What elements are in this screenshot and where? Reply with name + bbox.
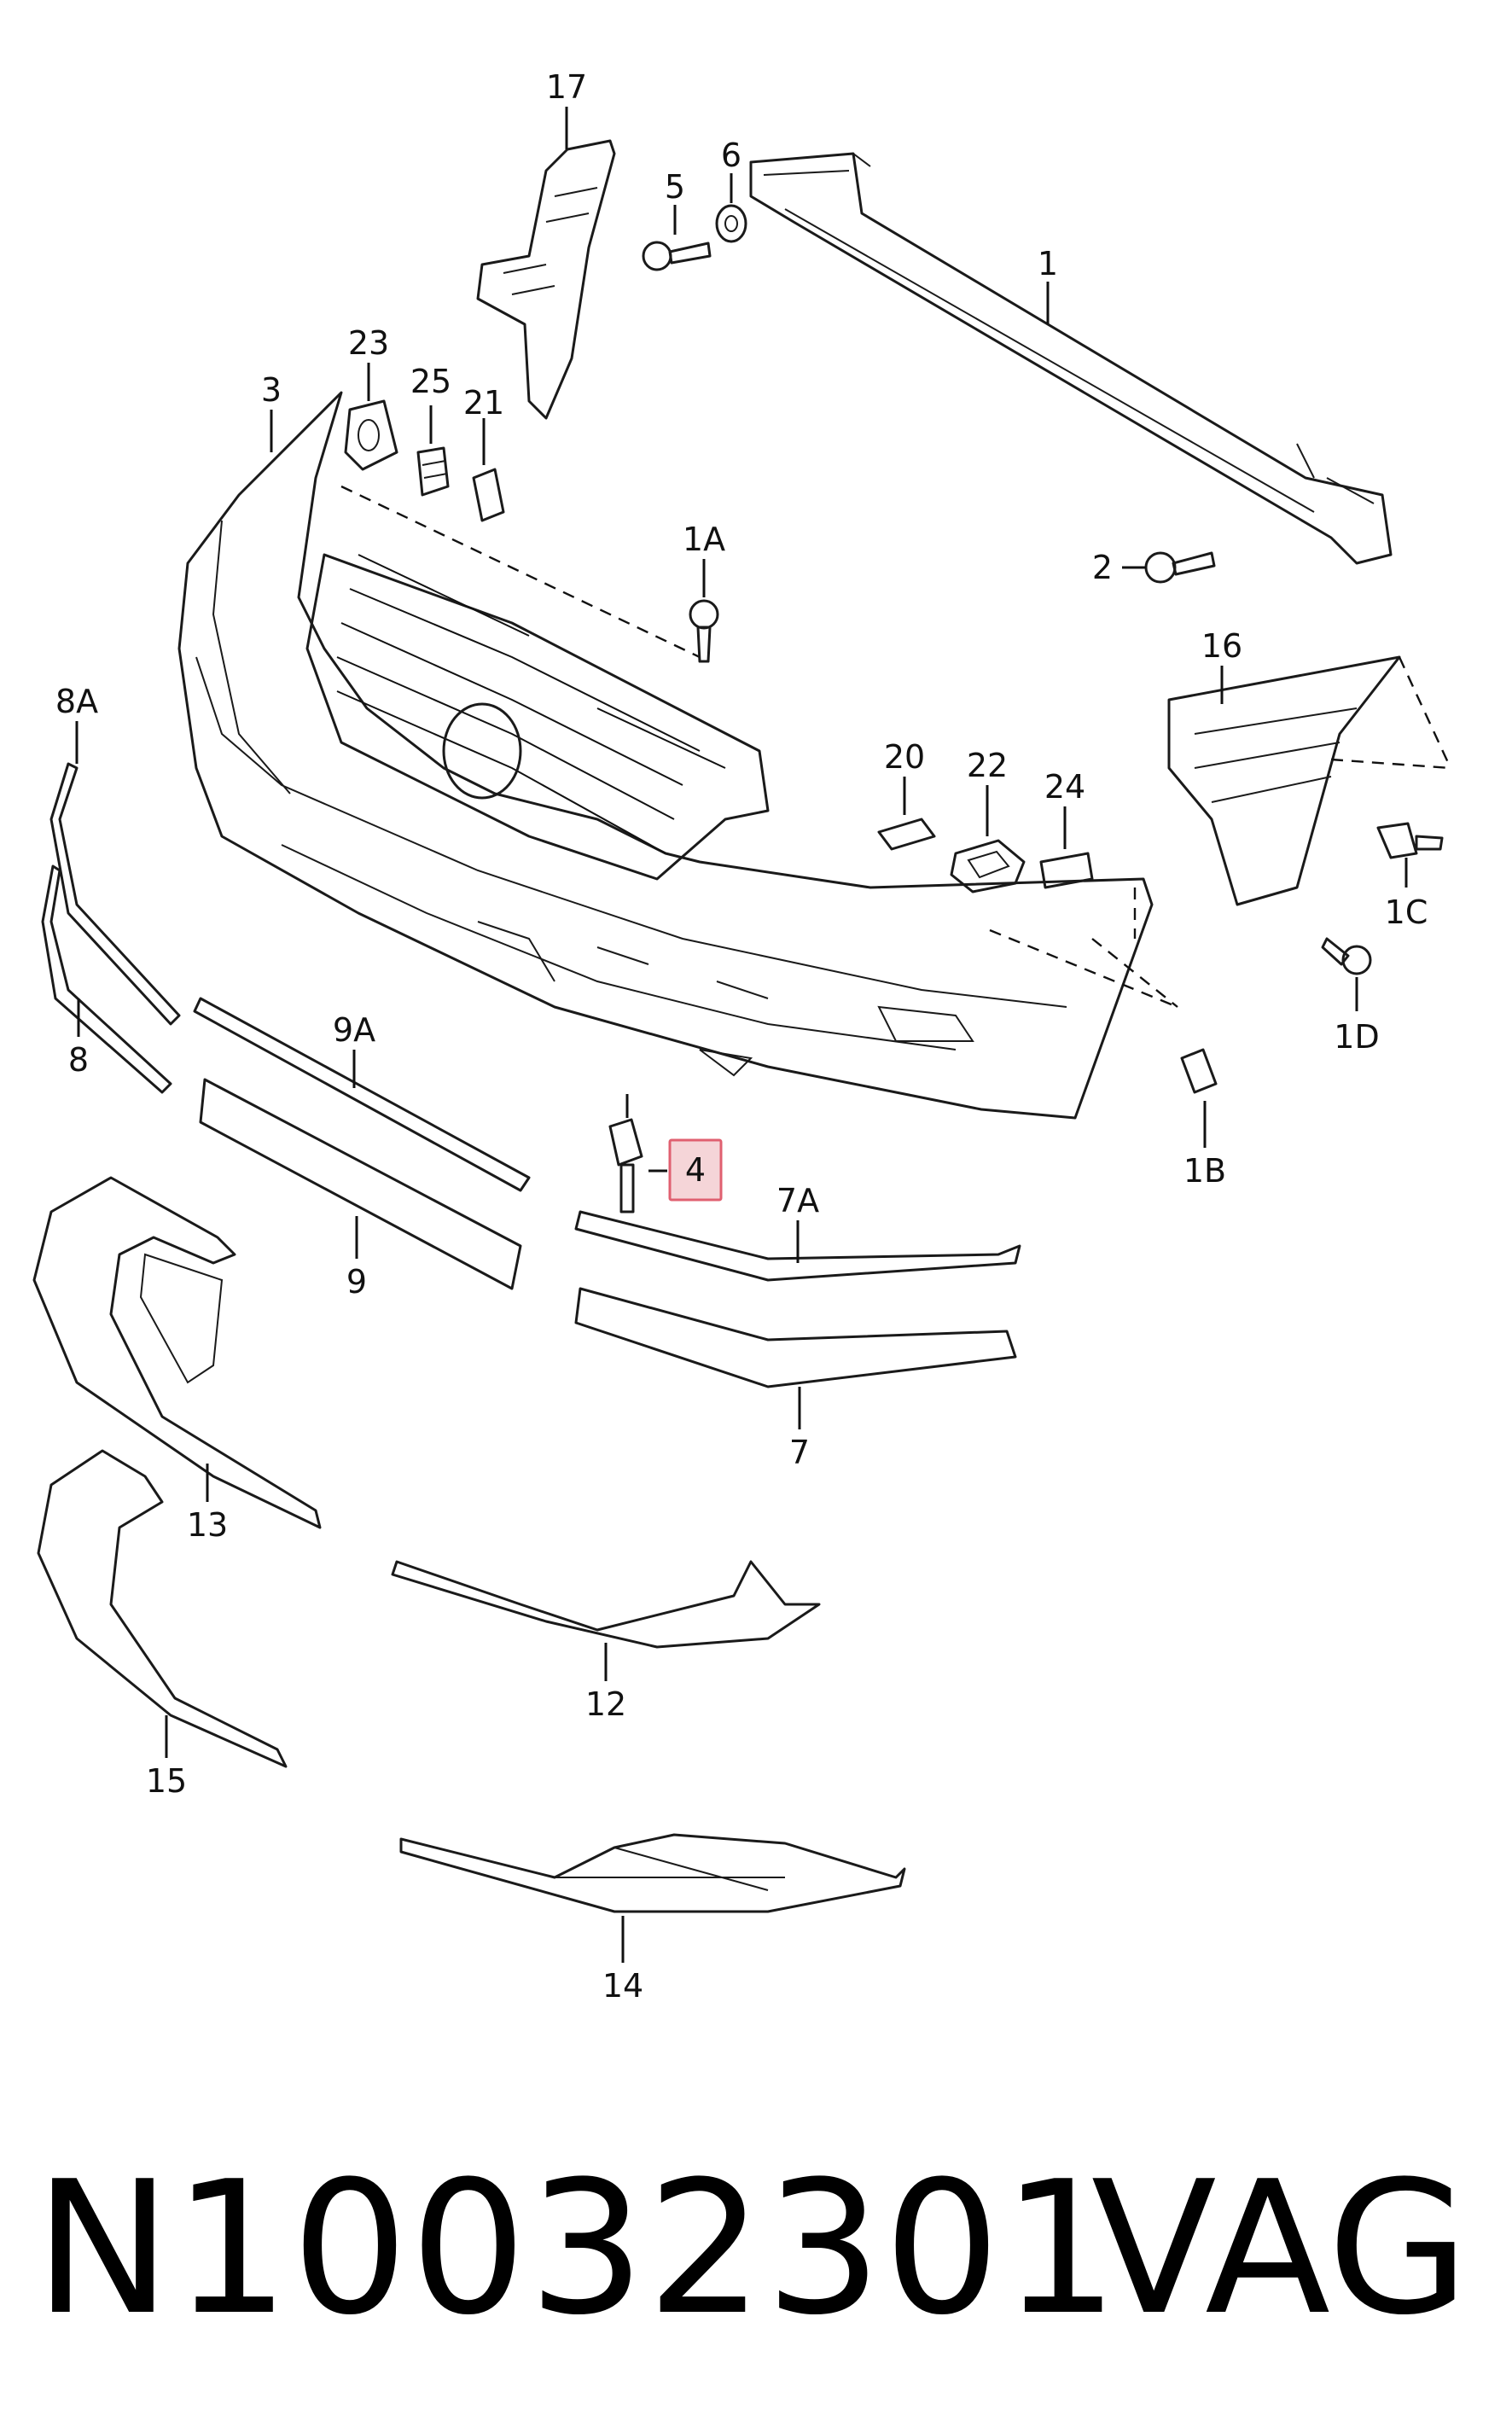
part-16-bracket	[1167, 655, 1452, 906]
label-1: 1	[1038, 245, 1058, 282]
footer: N10032301 VAG	[0, 2151, 1512, 2347]
part-13-panel	[32, 1176, 322, 1529]
part-20-cap	[877, 818, 936, 851]
part-1a-screw	[689, 599, 719, 663]
label-6: 6	[721, 137, 741, 174]
highlight-box	[668, 1138, 723, 1202]
label-1d: 1D	[1334, 1018, 1379, 1056]
brand-name: VAG	[1090, 2141, 1469, 2355]
part-17-bracket	[476, 139, 616, 420]
part-15-panel	[37, 1449, 288, 1768]
part-7a-trim	[574, 1210, 1021, 1282]
label-13: 13	[187, 1506, 228, 1544]
part-3-bumper-cover	[177, 391, 1178, 1120]
label-20: 20	[884, 738, 925, 776]
label-8a: 8A	[55, 683, 98, 720]
label-7a: 7A	[776, 1182, 819, 1219]
label-24: 24	[1044, 768, 1085, 806]
part-1d-screw	[1321, 937, 1372, 975]
label-8: 8	[68, 1041, 89, 1079]
part-2-screw	[1144, 551, 1216, 584]
label-14: 14	[602, 1967, 643, 2005]
label-22: 22	[967, 747, 1008, 784]
part-9a-trim	[193, 997, 531, 1192]
part-1c-clip	[1376, 822, 1444, 859]
part-21-cover	[472, 468, 505, 522]
label-9a: 9A	[333, 1011, 375, 1049]
label-5: 5	[665, 168, 685, 206]
part-number: N10032301	[34, 2141, 1121, 2355]
label-25: 25	[410, 363, 451, 400]
label-17: 17	[546, 68, 587, 106]
part-7-trim	[574, 1287, 1017, 1388]
part-9-trim	[199, 1078, 522, 1290]
part-8-strip	[41, 864, 172, 1094]
label-7: 7	[789, 1434, 810, 1471]
label-15: 15	[146, 1762, 187, 1800]
label-23: 23	[348, 324, 389, 362]
label-16: 16	[1201, 627, 1242, 665]
part-6-washer	[715, 204, 747, 243]
grille	[305, 553, 770, 881]
part-12-panel	[391, 1560, 821, 1649]
part-23-cap	[344, 399, 398, 471]
part-24-bracket	[1039, 852, 1094, 889]
part-4-clip	[608, 1118, 643, 1214]
part-1b-clip	[1180, 1048, 1218, 1094]
label-1a: 1A	[683, 521, 725, 558]
leader-lines	[75, 107, 1408, 1963]
part-labels: 17 5 6 1 2 23 25 21 3 1A 16 20 22 24 1C …	[55, 68, 1428, 2005]
label-1c: 1C	[1385, 893, 1428, 931]
part-25-clip	[416, 446, 450, 497]
label-21: 21	[463, 384, 504, 422]
part-8a-strip	[49, 762, 181, 1026]
label-3: 3	[261, 371, 282, 409]
label-2: 2	[1092, 549, 1113, 586]
label-12: 12	[585, 1685, 626, 1723]
label-4: 4	[685, 1151, 706, 1189]
part-14-panel	[399, 1833, 906, 1913]
label-1b: 1B	[1183, 1152, 1226, 1190]
part-5-screw	[642, 241, 712, 271]
part-22-frame	[950, 839, 1026, 893]
part-1-reinforcement-beam	[749, 152, 1393, 565]
label-9: 9	[346, 1263, 367, 1301]
